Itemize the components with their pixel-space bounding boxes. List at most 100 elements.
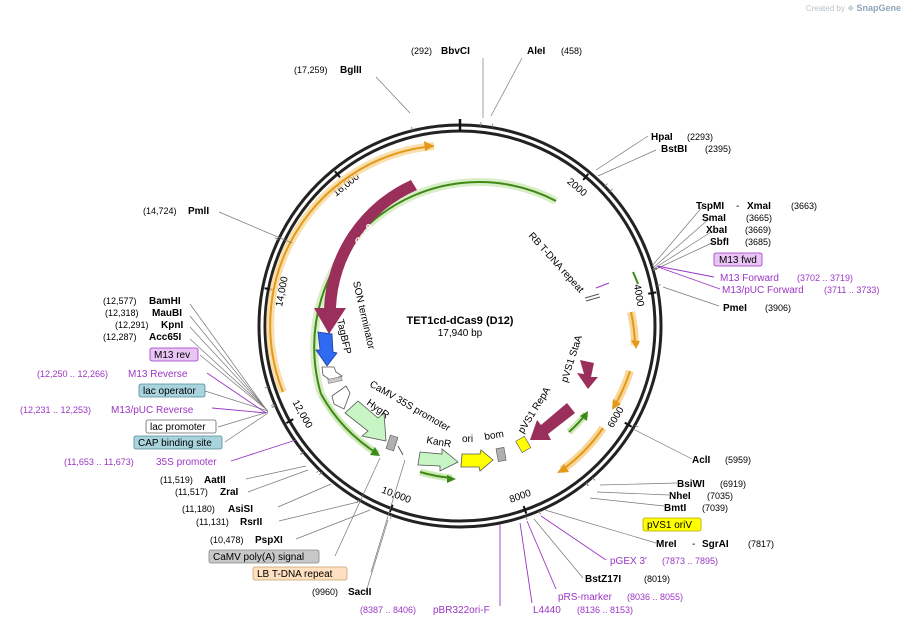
- primer-range-pgex3: (7873 .. 7895): [662, 556, 718, 566]
- oriv-box: [515, 435, 532, 453]
- box-polya: [208, 549, 320, 564]
- site-name-mrei: MreI: [656, 539, 677, 550]
- primer-name-prs: pRS-marker: [558, 592, 613, 603]
- site-tick: [653, 268, 658, 271]
- snapgene-logo-icon: ❖: [847, 4, 855, 13]
- ruler-tick: [648, 291, 657, 295]
- small-marker-2: [385, 434, 399, 452]
- primer-lines: [206, 265, 721, 606]
- site-name-rsrii: RsrII: [240, 517, 262, 528]
- site-tick: [270, 403, 275, 406]
- site-name-bstbi: BstBI: [661, 144, 687, 155]
- primer-name-m13rev: M13 Reverse: [128, 369, 188, 380]
- feature-label-kanr: KanR: [425, 435, 452, 450]
- primer-range-m13fwd: (3702 .. 3719): [797, 273, 853, 283]
- site-pos-bglii: (17,259): [294, 65, 328, 75]
- site-tick: [411, 126, 413, 131]
- site-tick: [538, 510, 541, 515]
- site-pos-nhei: (7035): [707, 491, 733, 501]
- camv35s-arrow: [331, 385, 351, 410]
- leader-lines: [189, 57, 720, 593]
- snapgene-credit: Created by ❖ SnapGene: [806, 3, 901, 13]
- green-arc-upper-glow: [310, 178, 558, 396]
- plasmid-name: TET1cd-dCas9 (D12): [407, 315, 514, 327]
- primer-name-35s: 35S promoter: [156, 457, 217, 468]
- site-pos-xbai: (3669): [745, 225, 771, 235]
- site-ticks: [264, 122, 661, 520]
- site-pos-hpai: (2293): [687, 132, 713, 142]
- primer-range-prs: (8036 .. 8055): [627, 592, 683, 602]
- credit-prefix: Created by: [805, 4, 845, 13]
- site-pos-zrai: (11,517): [175, 487, 208, 497]
- ruler-tick-label: 6000: [606, 405, 627, 430]
- small-marker-1: [327, 376, 343, 384]
- site-name-smai: SmaI: [702, 213, 726, 224]
- green-arc-upper: [313, 181, 557, 395]
- feature-label-rb: RB T-DNA repeat: [526, 231, 586, 296]
- feature-label-ori: ori: [462, 434, 473, 445]
- primer-name-l4440: L4440: [533, 605, 561, 616]
- primer-range-m13puc-fwd: (3711 .. 3733): [824, 285, 879, 295]
- primer-range-pbr322: (8387 .. 8406): [360, 605, 416, 615]
- site-name-pmli: PmlI: [188, 206, 209, 217]
- site-tick: [356, 499, 360, 504]
- site-name-sacii: SacII: [348, 587, 372, 598]
- site-name-bsiwi: BsiWI: [677, 479, 705, 490]
- site-pos-acc65i: (12,287): [103, 332, 137, 342]
- ruler-tick: [522, 505, 528, 514]
- site-pos-pmli: (14,724): [143, 206, 177, 216]
- site-tick: [634, 424, 639, 428]
- site-pos-pmei: (3906): [765, 303, 791, 313]
- site-name-xbai: XbaI: [706, 225, 727, 236]
- site-tick: [604, 183, 608, 187]
- ruler-tick: [334, 170, 341, 179]
- feature-arcs: [266, 141, 640, 483]
- box-lacprom: [145, 419, 217, 434]
- center-title: TET1cd-dCas9 (D12) 17,940 bp: [407, 315, 514, 339]
- ruler-tick: [388, 504, 394, 513]
- ruler-tick: [285, 418, 294, 424]
- ruler-tick: [624, 421, 633, 428]
- site-pos-pspxi: (10,478): [210, 535, 244, 545]
- site-tick: [318, 471, 323, 476]
- tagbfp-arrow: [315, 331, 338, 367]
- site-name-pspxi: PspXI: [255, 535, 283, 546]
- orange-arc-upper: [269, 145, 435, 393]
- ruler-tick-label: 8000: [508, 488, 533, 506]
- site-tick: [609, 188, 613, 192]
- primer-name-pgex3: pGEX 3': [610, 556, 647, 567]
- box-m13fwd: [713, 252, 763, 267]
- site-pos-smai: (3665): [746, 213, 772, 223]
- site-name-acli: AclI: [692, 455, 711, 466]
- site-name-bamhi: BamHI: [149, 296, 181, 307]
- site-tick: [656, 284, 661, 286]
- site-pos-mrei: (7817): [748, 539, 774, 549]
- site-name-bglii: BglII: [340, 65, 362, 76]
- box-oriv: [642, 517, 702, 532]
- site-name-bmti: BmtI: [664, 503, 686, 514]
- box-lb: [252, 566, 348, 581]
- box-label-m13rev: M13 rev: [154, 350, 190, 361]
- site-name-kpni: KpnI: [161, 320, 183, 331]
- staa-arrow: [577, 360, 598, 389]
- kanr-arrow: [417, 448, 459, 472]
- site-tick: [591, 477, 596, 481]
- site-name-nhei: NheI: [669, 491, 691, 502]
- site-pos-bstbi: (2395): [705, 144, 731, 154]
- feature-label-son: SON terminator: [350, 280, 376, 351]
- site-name-tspmi: TspMI: [696, 201, 724, 212]
- site-pos-alei: (458): [561, 46, 582, 56]
- primer-labels: M13 Forward (3702 .. 3719) M13/pUC Forwa…: [20, 273, 879, 616]
- box-label-m13fwd: M13 fwd: [719, 255, 757, 266]
- site-name-zrai: ZraI: [220, 487, 239, 498]
- primer-range-35s: (11,653 .. 11,673): [64, 457, 134, 467]
- site-pos-sbfi: (3685): [745, 237, 771, 247]
- site-pos-sacii: (9960): [312, 587, 338, 597]
- box-label-lacop: lac operator: [143, 386, 196, 397]
- primer-range-m13rev: (12,250 .. 12,266): [37, 369, 108, 379]
- hygr-arrow: [344, 400, 387, 442]
- primer-name-m13puc-fwd: M13/pUC Forward: [722, 285, 804, 296]
- site-name-bstz17i: BstZ17I: [585, 574, 621, 585]
- site-pos-bbvci: (292): [411, 46, 432, 56]
